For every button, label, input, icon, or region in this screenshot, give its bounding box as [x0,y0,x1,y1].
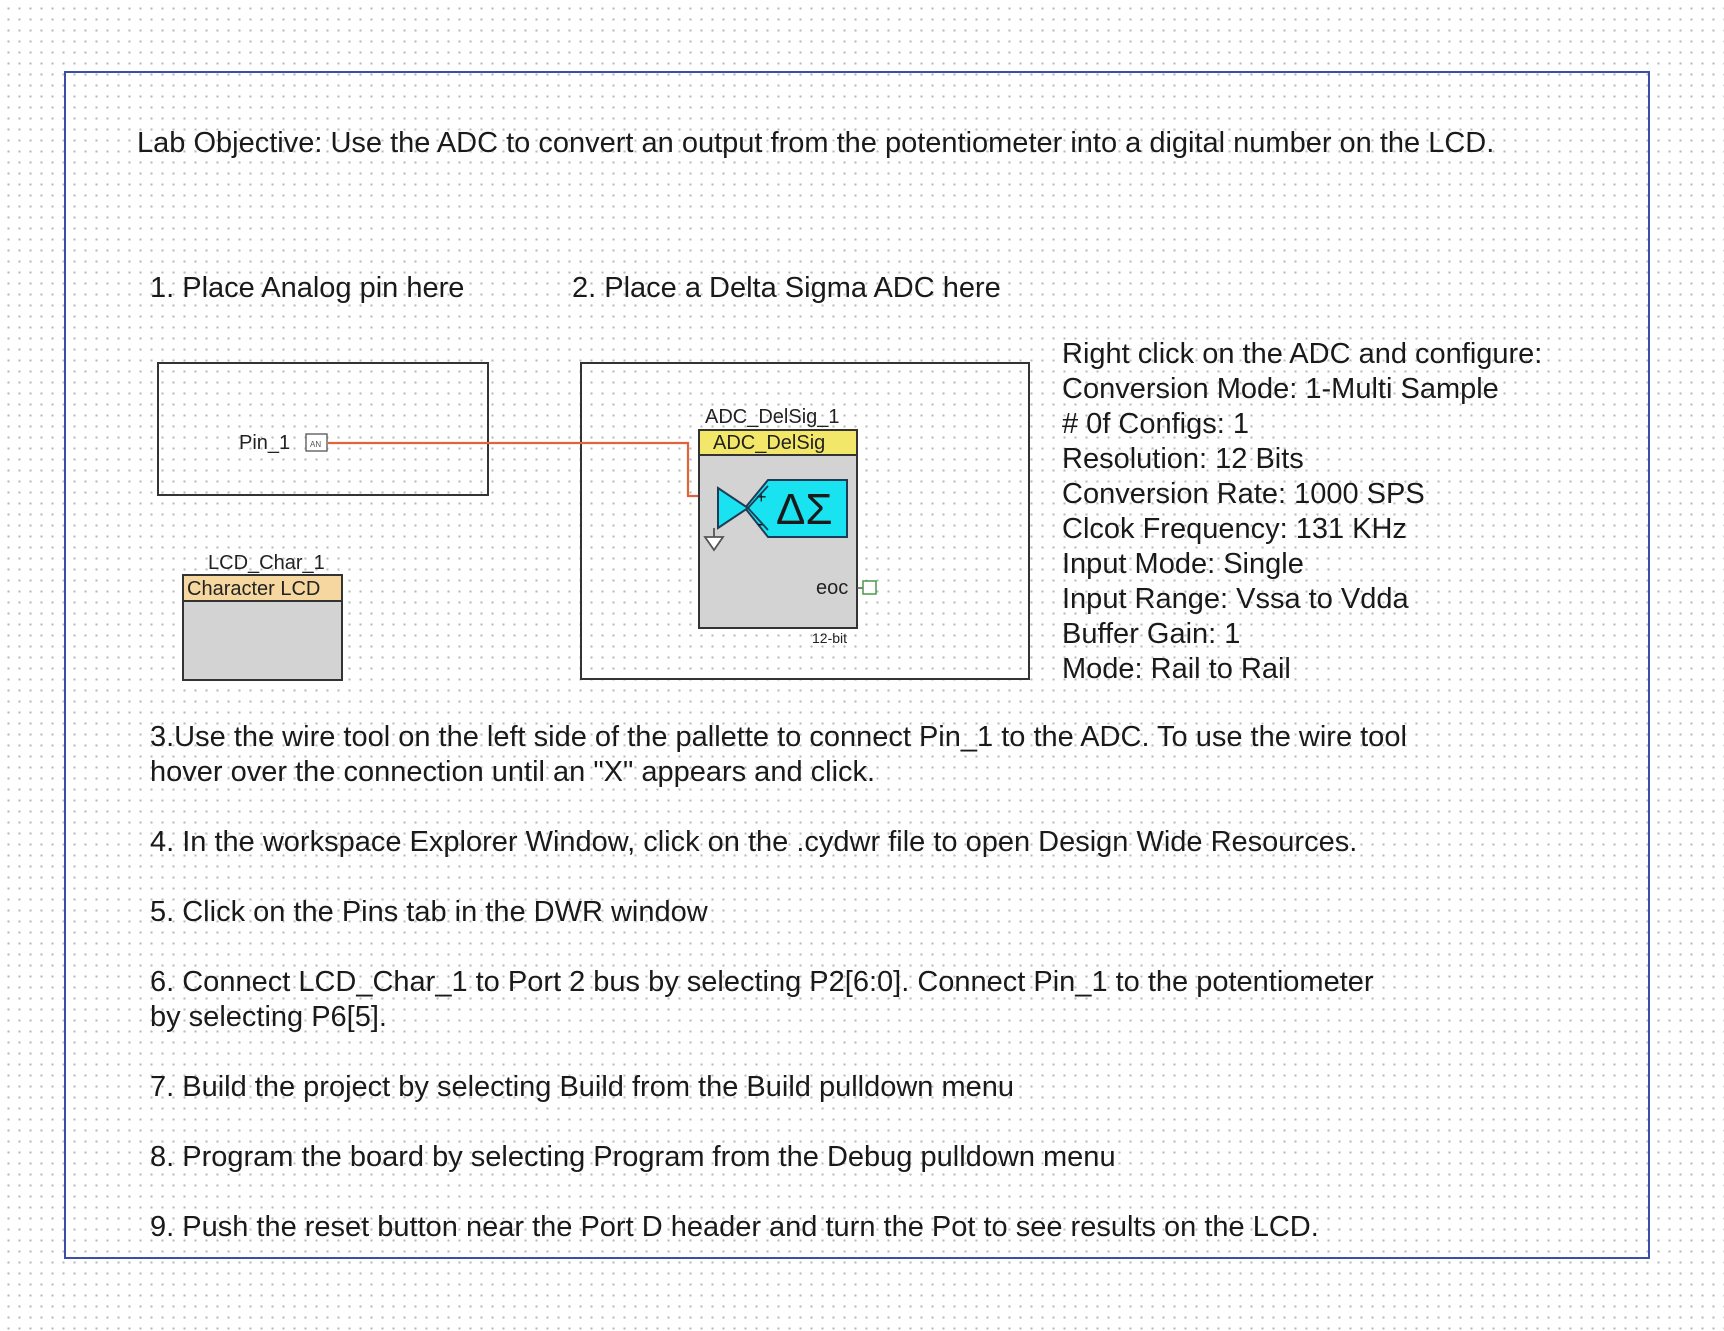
config-clock-frequency: Clcok Frequency: 131 KHz [1062,513,1407,545]
config-num-configs: # 0f Configs: 1 [1062,408,1249,440]
step-7-text: 7. Build the project by selecting Build … [150,1071,1015,1103]
config-conversion-rate: Conversion Rate: 1000 SPS [1062,478,1425,510]
delta-sigma-symbol [743,479,848,538]
schematic-frame [64,71,1650,1259]
step-8-text: 8. Program the board by selecting Progra… [150,1141,1116,1173]
eoc-label: eoc [816,577,848,599]
adc-instance-name: ADC_DelSig_1 [705,406,840,428]
config-buffer-gain: Buffer Gain: 1 [1062,618,1241,650]
adc-bits-label: 12-bit [812,630,847,646]
step-4-text: 4. In the workspace Explorer Window, cli… [150,826,1358,858]
config-conversion-mode: Conversion Mode: 1-Multi Sample [1062,373,1499,405]
ground-icon [703,536,725,552]
lcd-instance-name: LCD_Char_1 [208,552,325,574]
pin-1-label: Pin_1 [239,432,290,454]
step-3-text: 3.Use the wire tool on the left side of … [150,721,1407,788]
adc-placement-box [580,362,1030,680]
analog-pin-placement-box [157,362,489,496]
step-6-text: 6. Connect LCD_Char_1 to Port 2 bus by s… [150,966,1374,1033]
step-5-text: 5. Click on the Pins tab in the DWR wind… [150,896,708,928]
adc-minus-sign: - [757,513,764,535]
pin-to-adc-wire[interactable] [328,441,718,498]
step-9-text: 9. Push the reset button near the Port D… [150,1211,1319,1243]
lcd-type-label: Character LCD [187,578,320,600]
input-amplifier-icon [717,486,750,530]
config-input-range: Input Range: Vssa to Vdda [1062,583,1409,615]
step1-label: 1. Place Analog pin here [150,272,465,304]
adc-type-label: ADC_DelSig [713,432,825,454]
config-mode: Mode: Rail to Rail [1062,653,1291,685]
config-heading: Right click on the ADC and configure: [1062,338,1543,370]
adc-header [698,429,858,456]
lcd-header [182,574,343,602]
eoc-terminal-icon [862,580,877,595]
analog-pin-glyph: AN [310,440,321,449]
delta-sigma-glyph: ΔΣ [776,485,833,534]
lab-objective: Lab Objective: Use the ADC to convert an… [137,127,1495,159]
adc-plus-sign: + [756,487,767,507]
lcd-char-component[interactable]: LCD_Char_1 Character LCD [182,552,343,681]
analog-pin-icon [305,433,328,452]
adc-delsig-component[interactable]: ADC_DelSig_1 ADC_DelSig ΔΣ + - eoc 12-bi… [698,406,877,646]
step2-label: 2. Place a Delta Sigma ADC here [572,272,1001,304]
pin-1-component[interactable]: Pin_1 AN [239,432,328,454]
config-input-mode: Input Mode: Single [1062,548,1304,580]
config-resolution: Resolution: 12 Bits [1062,443,1304,475]
